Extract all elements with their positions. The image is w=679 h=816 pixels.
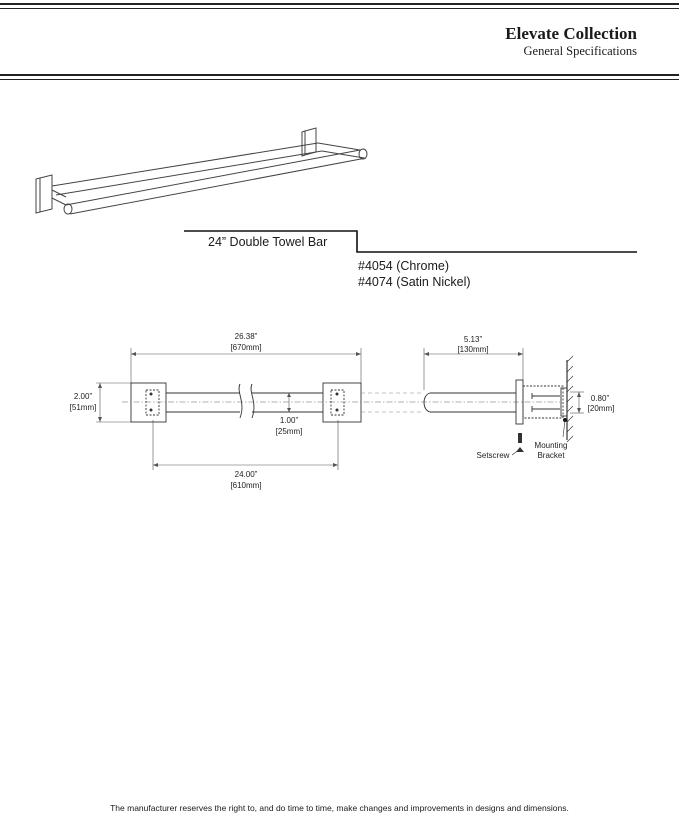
bracket-depth-in: 0.80” xyxy=(591,394,610,403)
header-rule-bottom-2 xyxy=(0,79,679,80)
center-to-center-mm: [610mm] xyxy=(230,481,261,490)
header-rule-bottom-1 xyxy=(0,74,679,76)
product-illustration xyxy=(35,127,368,215)
mounting-label: Mounting xyxy=(535,441,568,450)
collection-title: Elevate Collection xyxy=(505,24,637,43)
bracket-label: Bracket xyxy=(537,451,565,460)
overall-width-mm: [670mm] xyxy=(230,343,261,352)
projection-mm: [130mm] xyxy=(457,345,488,354)
bar-diameter-in: 1.00” xyxy=(280,416,299,425)
sku-satin-nickel: #4074 (Satin Nickel) xyxy=(358,275,471,289)
header-rule-top-1 xyxy=(0,3,679,5)
product-title-bar xyxy=(184,230,637,253)
height-in: 2.00” xyxy=(74,392,93,401)
height-mm: [51mm] xyxy=(70,403,97,412)
collection-subtitle: General Specifications xyxy=(523,44,638,58)
sku-chrome: #4054 (Chrome) xyxy=(358,259,450,273)
setscrew-label: Setscrew xyxy=(477,451,510,460)
center-to-center-in: 24.00” xyxy=(235,470,258,479)
footer-disclaimer: The manufacturer reserves the right to, … xyxy=(110,803,569,813)
product-name: 24” Double Towel Bar xyxy=(208,235,328,249)
overall-width-in: 26.38” xyxy=(235,332,258,341)
bar-diameter-mm: [25mm] xyxy=(276,427,303,436)
header-rule-top-2 xyxy=(0,8,679,9)
projection-in: 5.13” xyxy=(464,335,483,344)
bracket-depth-mm: [20mm] xyxy=(588,404,615,413)
